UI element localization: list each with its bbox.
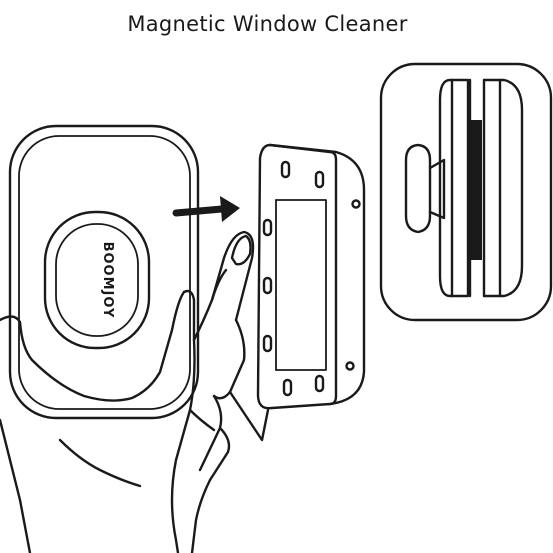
direction-arrow (172, 196, 240, 222)
inner-cleaning-pad (256, 143, 366, 410)
outer-cleaner-unit (8, 124, 200, 420)
side-view-inset (379, 62, 553, 322)
hand-illustration (0, 230, 270, 553)
diagram-title: Magnetic Window Cleaner (127, 12, 408, 36)
brand-logo: BOOMJOY (100, 242, 115, 319)
